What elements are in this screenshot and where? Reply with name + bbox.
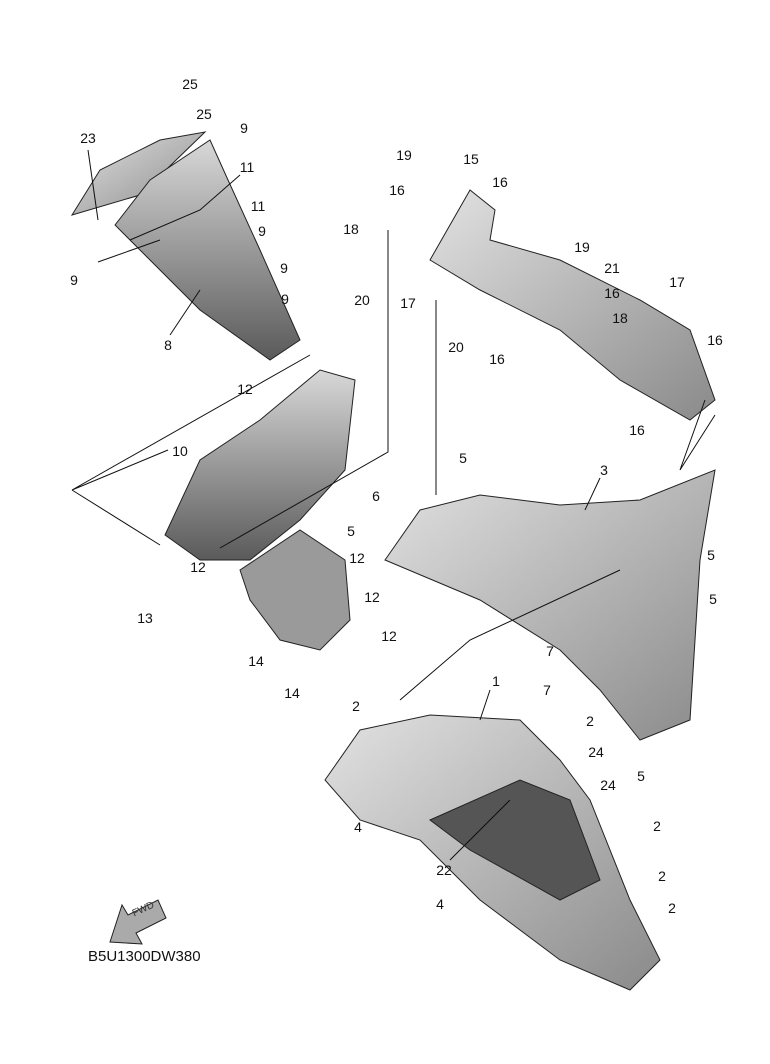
callout-9[interactable]: 9 [280, 260, 288, 276]
callout-12[interactable]: 12 [364, 589, 380, 605]
callout-1[interactable]: 1 [492, 673, 500, 689]
callout-5[interactable]: 5 [637, 768, 645, 784]
callout-2[interactable]: 2 [352, 698, 360, 714]
leader-lines [71, 149, 716, 861]
callout-19[interactable]: 19 [574, 239, 590, 255]
callout-6[interactable]: 6 [372, 488, 380, 504]
inner-panel-part [164, 369, 356, 561]
callout-12[interactable]: 12 [237, 381, 253, 397]
callout-15[interactable]: 15 [463, 151, 479, 167]
callout-17[interactable]: 17 [669, 274, 685, 290]
cover-stripe [429, 779, 601, 901]
callout-16[interactable]: 16 [492, 174, 508, 190]
callout-12[interactable]: 12 [349, 550, 365, 566]
callout-18[interactable]: 18 [612, 310, 628, 326]
callout-2[interactable]: 2 [668, 900, 676, 916]
callout-10[interactable]: 10 [172, 443, 188, 459]
callout-2[interactable]: 2 [658, 868, 666, 884]
callout-23[interactable]: 23 [80, 130, 96, 146]
diagram-code: B5U1300DW380 [88, 948, 201, 965]
callout-24[interactable]: 24 [588, 744, 604, 760]
callout-9[interactable]: 9 [258, 223, 266, 239]
callout-7[interactable]: 7 [546, 643, 554, 659]
callout-12[interactable]: 12 [381, 628, 397, 644]
callout-5[interactable]: 5 [707, 547, 715, 563]
callout-16[interactable]: 16 [629, 422, 645, 438]
callout-11[interactable]: 11 [250, 198, 266, 214]
windscreen-part [70, 131, 207, 216]
callout-5[interactable]: 5 [709, 591, 717, 607]
callout-7[interactable]: 7 [543, 682, 551, 698]
callout-22[interactable]: 22 [436, 862, 452, 878]
callout-17[interactable]: 17 [400, 295, 416, 311]
callout-14[interactable]: 14 [284, 685, 300, 701]
callout-20[interactable]: 20 [448, 339, 464, 355]
callout-16[interactable]: 16 [604, 285, 620, 301]
callout-11[interactable]: 11 [239, 159, 255, 175]
callout-24[interactable]: 24 [600, 777, 616, 793]
callout-18[interactable]: 18 [343, 221, 359, 237]
side-panel-part [384, 469, 716, 741]
callout-16[interactable]: 16 [489, 351, 505, 367]
callout-4[interactable]: 4 [354, 819, 362, 835]
front-cowling-part [114, 139, 301, 361]
upper-panel-part [429, 189, 716, 421]
callout-9[interactable]: 9 [70, 272, 78, 288]
callout-19[interactable]: 19 [396, 147, 412, 163]
callout-12[interactable]: 12 [190, 559, 206, 575]
callout-25[interactable]: 25 [182, 76, 198, 92]
fwd-arrow-icon [109, 899, 167, 945]
callout-14[interactable]: 14 [248, 653, 264, 669]
callout-9[interactable]: 9 [240, 120, 248, 136]
callout-5[interactable]: 5 [459, 450, 467, 466]
bracket-part [239, 529, 351, 651]
callout-2[interactable]: 2 [653, 818, 661, 834]
callout-16[interactable]: 16 [389, 182, 405, 198]
callout-4[interactable]: 4 [436, 896, 444, 912]
callout-25[interactable]: 25 [196, 106, 212, 122]
callout-9[interactable]: 9 [281, 291, 289, 307]
callout-16[interactable]: 16 [707, 332, 723, 348]
callout-3[interactable]: 3 [600, 462, 608, 478]
callout-21[interactable]: 21 [604, 260, 620, 276]
callout-20[interactable]: 20 [354, 292, 370, 308]
callout-13[interactable]: 13 [137, 610, 153, 626]
callout-5[interactable]: 5 [347, 523, 355, 539]
callout-8[interactable]: 8 [164, 337, 172, 353]
callout-2[interactable]: 2 [586, 713, 594, 729]
